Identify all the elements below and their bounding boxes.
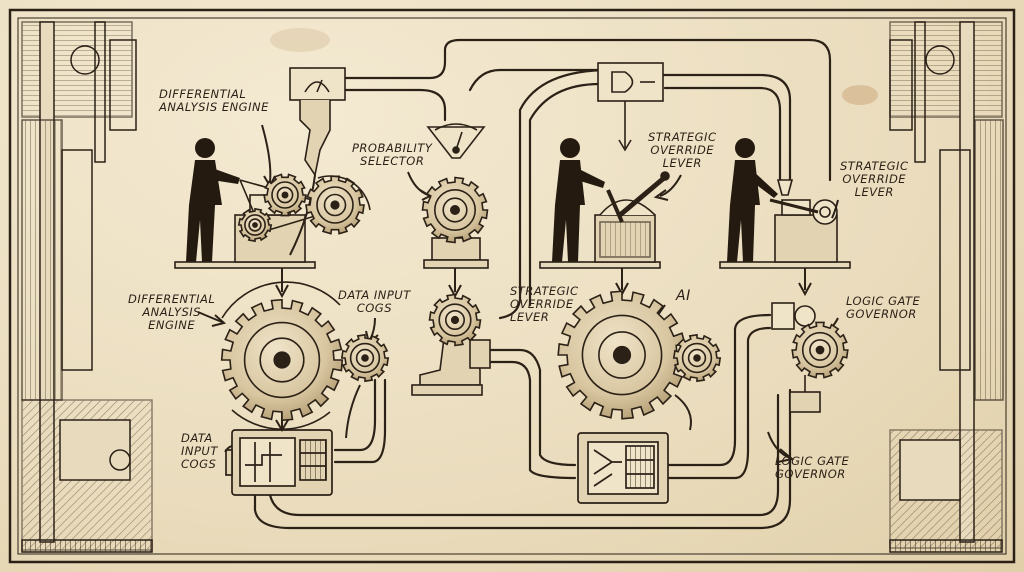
label-line: STRATEGIC: [648, 130, 717, 144]
outer-border: [8, 8, 1016, 564]
right-machinery: [889, 21, 1004, 553]
control-box-center: [577, 432, 669, 504]
label-data-input-cogs-left: DATA INPUT COGS: [181, 432, 218, 471]
label-line: OVERRIDE: [842, 172, 907, 186]
label-logic-gate-bottom: LOGIC GATE GOVERNOR: [775, 455, 849, 481]
gear-probability: [421, 176, 489, 244]
label-ai: AI: [676, 288, 691, 304]
label-line: LOGIC GATE: [846, 294, 921, 308]
gear-large-left: [220, 298, 344, 422]
label-differential-engine-mid: DIFFERENTIAL ANALYSIS ENGINE: [128, 293, 215, 332]
gear-top-small: [263, 173, 307, 217]
top-switch-box: [597, 62, 664, 152]
gear-small-center: [672, 333, 722, 383]
pipe-network: [253, 38, 832, 530]
label-line: GOVERNOR: [846, 307, 917, 321]
label-line: ENGINE: [148, 318, 196, 332]
label-line: LEVER: [854, 185, 894, 199]
label-line: STRATEGIC: [510, 284, 579, 298]
operator-figure-left: [186, 138, 240, 262]
label-strategic-lever-right: STRATEGIC OVERRIDE LEVER: [840, 160, 908, 199]
label-strategic-lever-mid: STRATEGIC OVERRIDE LEVER: [510, 285, 578, 324]
label-line: LEVER: [662, 156, 702, 170]
gear-top-tiny: [237, 207, 273, 243]
gear-logic-governor: [791, 321, 849, 379]
label-line: OVERRIDE: [510, 297, 574, 311]
label-line: COGS: [181, 457, 217, 471]
stain: [842, 85, 878, 105]
label-line: COGS: [356, 301, 393, 315]
label-line: DIFFERENTIAL: [159, 87, 247, 101]
pipe-junction: [411, 329, 491, 396]
gear-large-center: [557, 290, 687, 420]
strategic-lever-machine-center: [594, 171, 670, 263]
control-box-left: [225, 429, 333, 496]
label-line: LOGIC GATE: [775, 454, 850, 468]
gears: [220, 173, 849, 422]
gear-small-left: [340, 333, 390, 383]
label-probability-selector: PROBABILITY SELECTOR: [352, 142, 432, 168]
label-line: LEVER: [510, 310, 550, 324]
label-line: DATA INPUT: [338, 288, 411, 302]
platforms: [174, 261, 851, 269]
strategic-lever-machine-right: [769, 179, 838, 263]
label-line: OVERRIDE: [650, 143, 715, 157]
operator-figure-center: [552, 138, 605, 262]
label-logic-gate-right: LOGIC GATE GOVERNOR: [846, 295, 920, 321]
label-line: SELECTOR: [360, 154, 425, 168]
label-line: DATA: [181, 431, 213, 445]
label-line: INPUT: [181, 444, 218, 458]
motion-arcs: [221, 175, 371, 431]
label-data-input-cogs-mid: DATA INPUT COGS: [338, 289, 411, 315]
probability-selector: [423, 123, 489, 269]
label-line: PROBABILITY: [352, 141, 433, 155]
left-machinery: [21, 21, 153, 553]
label-differential-engine-top: DIFFERENTIAL ANALYSIS ENGINE: [159, 88, 269, 114]
label-line: ANALYSIS: [142, 305, 201, 319]
inner-border: [17, 17, 1007, 555]
stain: [270, 28, 330, 52]
gauge-box: [289, 67, 346, 178]
label-line: ANALYSIS ENGINE: [159, 100, 269, 114]
gear-mid: [428, 293, 482, 347]
label-line: DIFFERENTIAL: [128, 292, 216, 306]
operator-figure-right: [727, 138, 778, 262]
logic-gate-governor: [771, 302, 821, 413]
label-strategic-lever-center: STRATEGIC OVERRIDE LEVER: [648, 131, 716, 170]
label-line: STRATEGIC: [840, 159, 909, 173]
label-line: GOVERNOR: [775, 467, 846, 481]
